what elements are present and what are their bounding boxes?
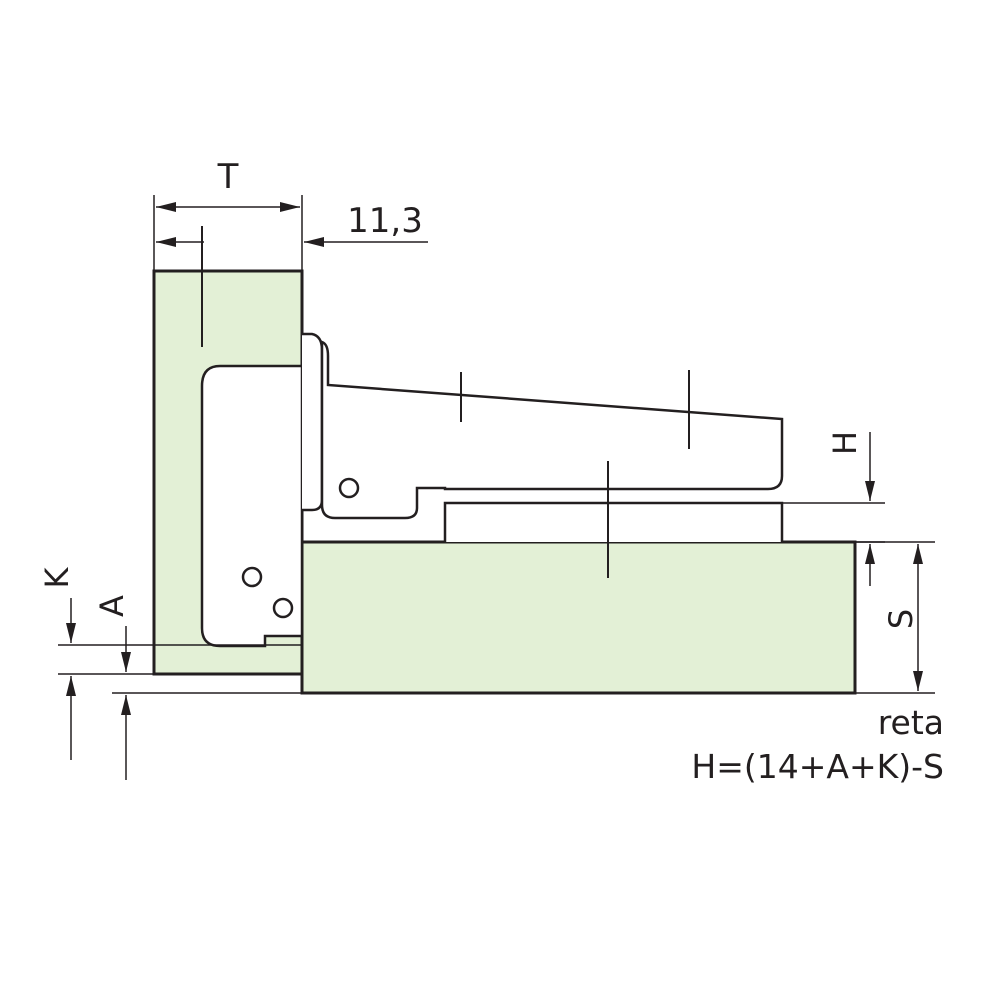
t-label: T (217, 157, 239, 197)
hinge-cup (200, 364, 304, 648)
arm-pivot (338, 477, 360, 499)
cup-screw-2 (272, 597, 294, 619)
mounting-plate (443, 501, 784, 542)
cup-screw-1 (241, 566, 263, 588)
hinge-knuckle (302, 332, 324, 512)
cabinet-panel (300, 540, 857, 695)
caption-title: reta (877, 703, 944, 742)
caption-formula: H=(14+A+K)-S (691, 747, 944, 786)
offset-label: 11,3 (347, 201, 423, 241)
hinge-arm (320, 340, 784, 520)
k-label: K (38, 566, 76, 588)
s-label: S (882, 609, 920, 629)
h-label: H (826, 431, 864, 455)
a-label: A (93, 595, 131, 617)
